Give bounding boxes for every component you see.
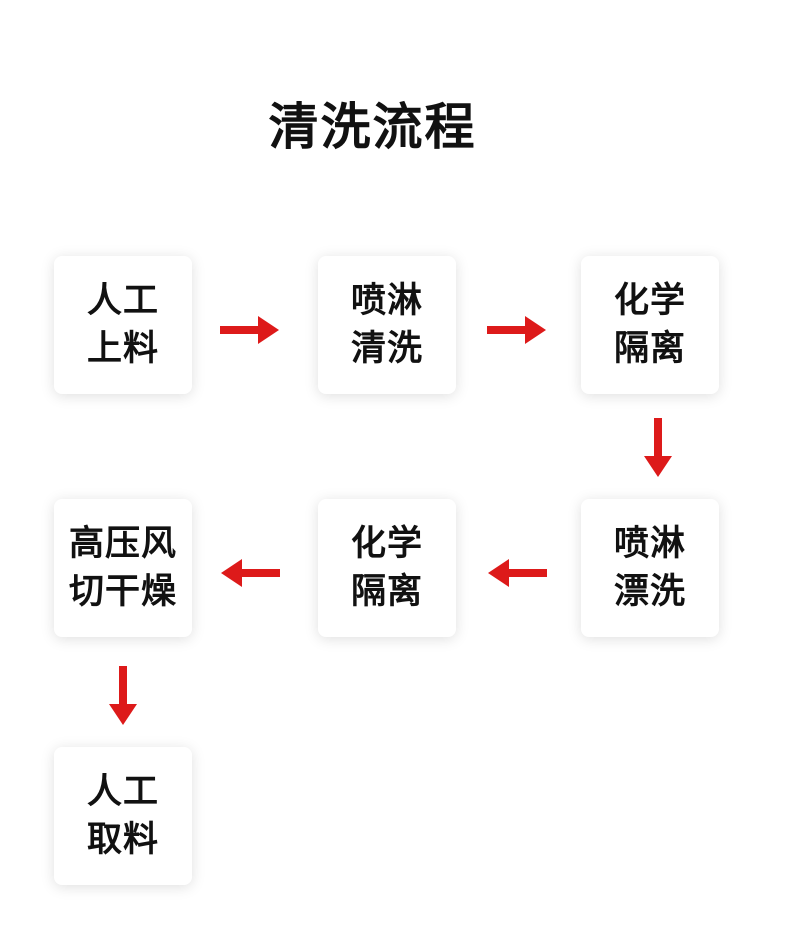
step-label-line2: 切干燥 xyxy=(68,572,177,612)
arrow-down-icon xyxy=(109,666,137,725)
step-label-line2: 隔离 xyxy=(350,572,423,612)
diagram-title: 清洗流程 xyxy=(268,98,477,156)
step-label-line1: 化学 xyxy=(613,281,686,321)
step-label-line2: 取料 xyxy=(86,820,159,860)
step-label-line2: 漂洗 xyxy=(613,572,686,612)
step-label-line1: 人工 xyxy=(86,772,159,812)
step-box-4: 喷淋 漂洗 xyxy=(581,499,719,637)
step-label-line2: 隔离 xyxy=(613,329,686,369)
step-box-6: 高压风 切干燥 xyxy=(54,499,192,637)
step-box-3: 化学 隔离 xyxy=(581,256,719,394)
arrow-left-icon xyxy=(221,559,280,587)
step-box-5: 化学 隔离 xyxy=(318,499,456,637)
step-label-line2: 上料 xyxy=(86,329,159,369)
step-box-2: 喷淋 清洗 xyxy=(318,256,456,394)
arrow-right-icon xyxy=(487,316,546,344)
step-box-1: 人工 上料 xyxy=(54,256,192,394)
step-label-line2: 清洗 xyxy=(350,329,423,369)
arrow-right-icon xyxy=(220,316,279,344)
step-label-line1: 喷淋 xyxy=(350,281,423,321)
step-box-7: 人工 取料 xyxy=(54,747,192,885)
step-label-line1: 喷淋 xyxy=(613,524,686,564)
step-label-line1: 化学 xyxy=(350,524,423,564)
arrow-down-icon xyxy=(644,418,672,477)
step-label-line1: 人工 xyxy=(86,281,159,321)
step-label-line1: 高压风 xyxy=(68,524,177,564)
arrow-left-icon xyxy=(488,559,547,587)
